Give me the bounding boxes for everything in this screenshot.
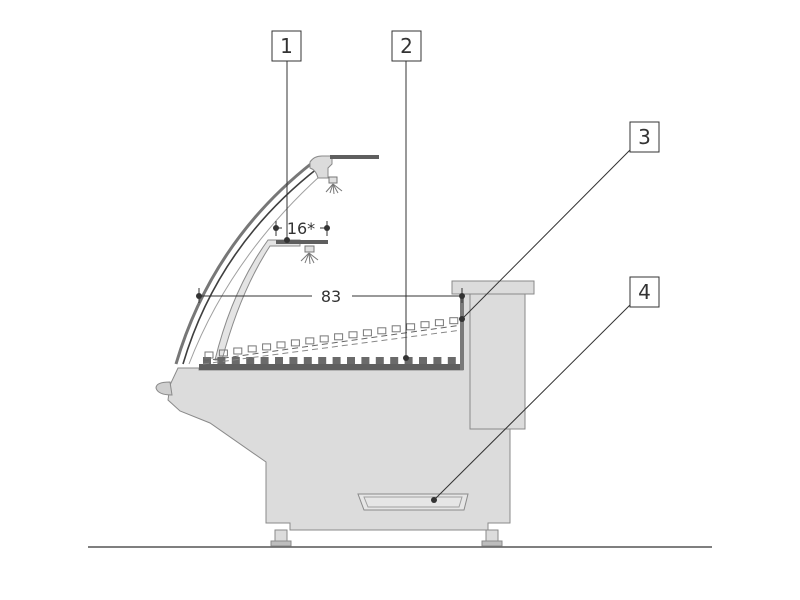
drain-tray-inner [363,496,463,508]
deck-rib [347,357,355,364]
front-foot [274,529,288,543]
tilted-deck-rib [348,331,358,339]
tilted-deck-rib [434,319,444,327]
deck-rib [361,357,370,364]
callout-3-box [629,121,660,153]
tilted-deck-rib [362,329,372,337]
lamp-dim-end-left [273,225,279,231]
tilted-deck-rib [449,317,459,325]
rear-well-wall [460,294,464,370]
front-glass-inner [182,167,319,365]
tilted-deck-rib [218,349,228,357]
lamp-shelf [276,240,328,244]
tilted-deck-rib [334,333,344,341]
callout-2-box [391,30,422,62]
deck-rib [246,357,255,364]
deck-rib [289,357,298,364]
tilted-deck-rib [305,337,315,345]
top-lamp-icon [325,176,343,195]
tilted-deck-rib [319,335,329,343]
deck-rib [419,357,427,364]
deck-rib [433,357,442,364]
callout-2-label: 2 [400,34,413,58]
callout-4-dot [431,497,437,503]
callout-1-label: 1 [280,34,293,58]
deck-rib [260,357,269,364]
callout-1-dot [284,237,290,243]
depth-dim-end-right [459,293,465,299]
tilted-deck-rib [377,327,387,335]
rear-tower [462,293,526,430]
rear-foot-base [481,540,503,547]
callout-4-label: 4 [638,280,651,304]
callout-3-leader [461,149,631,320]
tilted-deck-rib [406,323,416,331]
deck-rib [390,357,399,364]
callout-2-dot [403,355,409,361]
lamp-dim-end-right [324,225,330,231]
callout-3-label: 3 [638,125,651,149]
depth-dim-end-left [196,293,202,299]
depth-dimension-label: 83 [321,287,341,306]
callout-4-box [629,276,660,308]
tilted-deck-line-2 [202,329,463,365]
front-glass-outer [174,161,313,365]
tilted-deck-rib [420,321,430,329]
tilted-deck-ribs [204,317,459,359]
drain-tray [357,493,469,511]
lamp-dimension-label: 16* [287,219,315,238]
tilted-deck-rib [290,339,300,347]
deck-rib [375,357,384,364]
deck-rib [404,357,413,364]
deck-rib [217,357,226,364]
front-bumper [155,381,173,396]
front-glass-frame [188,175,321,365]
callout-3-dot [459,316,465,322]
deck-rib [303,357,312,364]
deck-rib [318,357,327,364]
tilted-deck-rib [247,345,257,353]
tilted-deck-rib [204,351,214,359]
deck-rib [332,357,341,364]
top-canopy [309,155,333,179]
deck-rib [231,357,240,364]
front-foot-base [270,540,292,547]
mid-lamp-icon [300,245,319,265]
deck-ribs [203,357,456,364]
tilted-deck-rib [262,343,272,351]
product-deck [199,364,463,370]
deck-rib [447,357,456,364]
deck-rib [275,357,283,364]
tilted-deck-rib [276,341,286,349]
tilted-deck-rib [391,325,401,333]
tilted-deck-rib [233,347,243,355]
top-shelf [330,155,379,159]
callout-4-leader [433,304,631,501]
tilted-deck-line [202,324,463,362]
glass-support-frame [214,239,301,361]
rear-foot [485,529,499,543]
callout-1-box [271,30,302,62]
